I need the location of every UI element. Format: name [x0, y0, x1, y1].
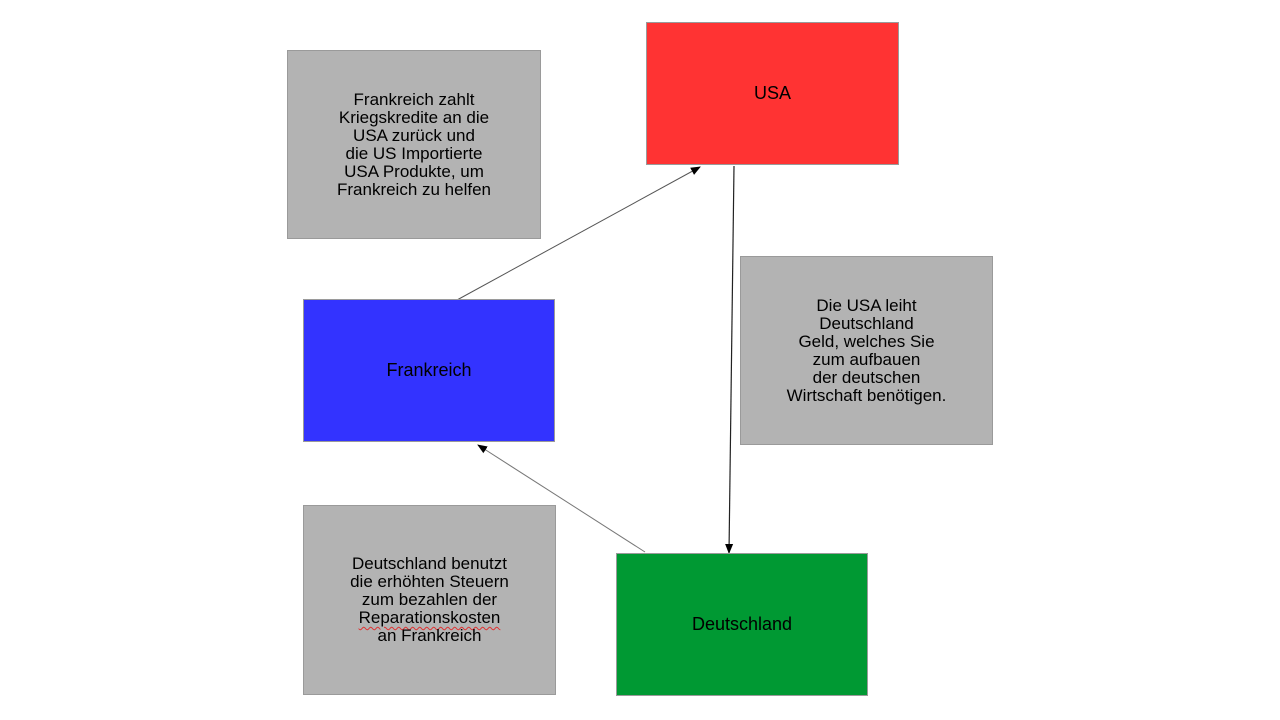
arrow-usa-to-deutschland	[725, 165, 735, 554]
node-frankreich-label: Frankreich	[386, 360, 472, 380]
note-line-spellcheck: Reparationskosten	[358, 608, 501, 627]
node-usa: USA	[646, 22, 899, 165]
node-deutschland-label: Deutschland	[691, 614, 793, 634]
node-usa-label: USA	[753, 83, 791, 103]
node-deutschland: Deutschland	[616, 553, 868, 696]
arrow-deutschland-to-frankreich	[477, 444, 646, 553]
note-line: an Frankreich	[377, 626, 482, 645]
node-frankreich: Frankreich	[303, 299, 555, 442]
note-germany-to-france: Deutschland benutzt die erhöhten Steuern…	[303, 505, 556, 695]
note-line: die erhöhten Steuern	[350, 572, 509, 591]
note-line: Deutschland benutzt	[352, 554, 507, 573]
note-france-to-usa: Frankreich zahlt Kriegskredite an die US…	[287, 50, 541, 239]
arrow-frankreich-to-usa	[456, 166, 701, 301]
note-line: zum bezahlen der	[361, 590, 498, 609]
note-usa-to-germany: Die USA leiht Deutschland Geld, welches …	[740, 256, 993, 445]
